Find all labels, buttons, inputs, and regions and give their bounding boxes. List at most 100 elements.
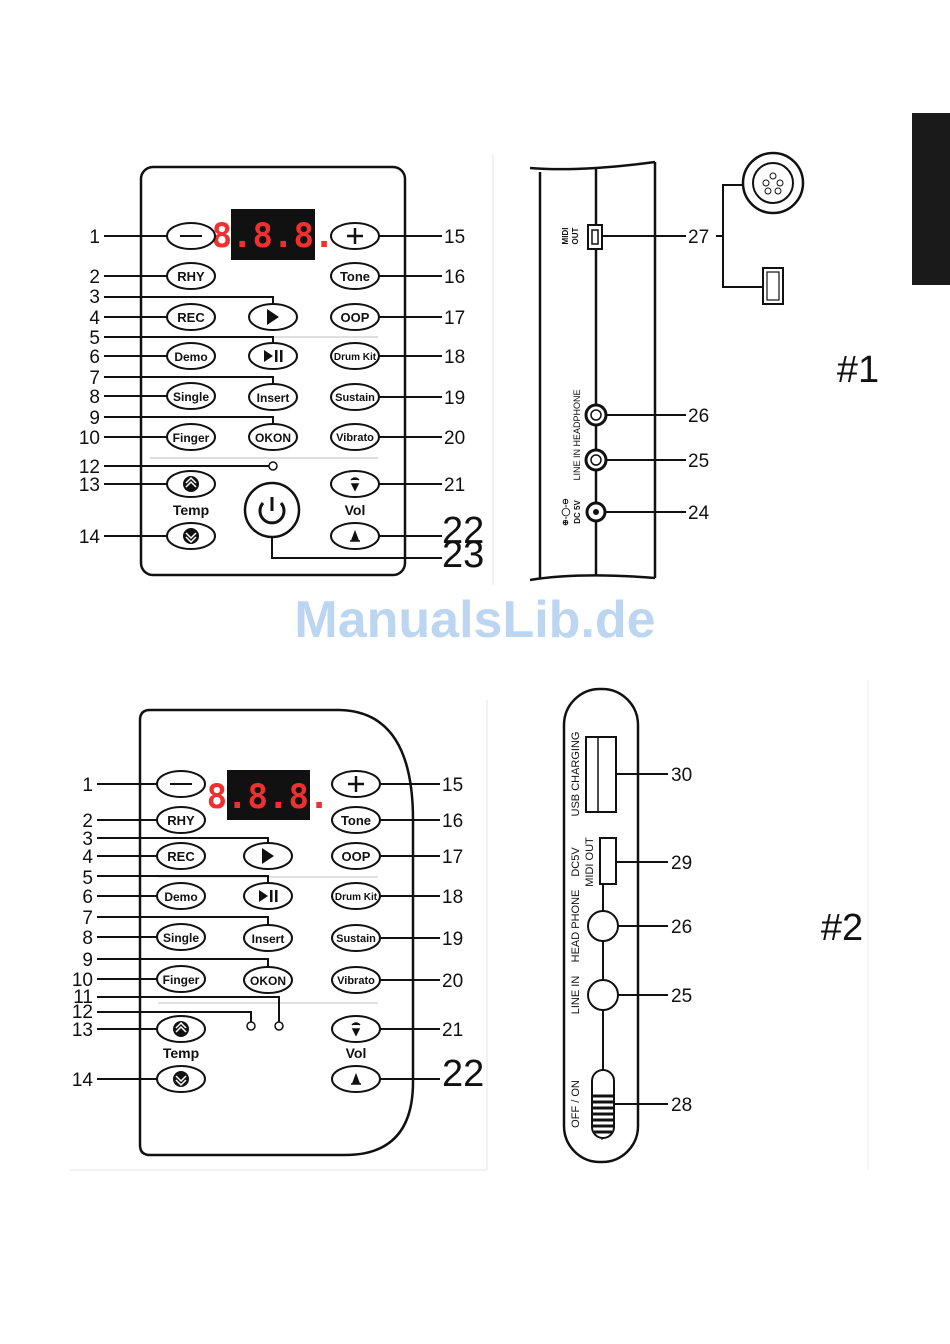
svg-text:Sustain[interactable]: Sustain xyxy=(335,392,375,404)
demo-button[interactable]: Demo xyxy=(156,882,206,910)
volume-down-icon[interactable] xyxy=(350,529,360,542)
svg-text:Finger[interactable]: Finger xyxy=(173,431,210,445)
vol-up-button[interactable] xyxy=(330,470,380,498)
svg-text:Tone[interactable]: Tone xyxy=(341,813,371,828)
svg-text:Demo[interactable]: Demo xyxy=(174,350,207,364)
rec-button[interactable]: REC xyxy=(156,842,206,870)
svg-text:Vibrato[interactable]: Vibrato xyxy=(337,975,375,987)
figure-2-panel: 8.8.8. RHY REC Demo Single Finger Temp I… xyxy=(70,700,488,1171)
temp-up-button[interactable] xyxy=(166,470,216,498)
rhy-button[interactable]: RHY xyxy=(156,806,206,834)
led-display xyxy=(231,209,315,260)
rhy-button[interactable]: RHY xyxy=(166,262,216,290)
midi-out-label: MIDI OUT xyxy=(584,837,596,887)
indicator-led xyxy=(268,461,278,471)
temp-up-button[interactable] xyxy=(156,1015,206,1043)
play-pause-button[interactable] xyxy=(243,882,293,910)
minus-button[interactable] xyxy=(166,222,216,250)
play-icon[interactable] xyxy=(267,309,279,325)
temp-down-button[interactable] xyxy=(166,522,216,550)
okon-button[interactable]: OKON xyxy=(248,423,298,451)
vol-down-button[interactable] xyxy=(330,522,380,550)
led-display xyxy=(227,770,310,820)
callout-14: 14 xyxy=(72,1070,94,1091)
plus-button[interactable] xyxy=(331,770,381,798)
play-button[interactable] xyxy=(248,303,298,331)
svg-text:Sustain[interactable]: Sustain xyxy=(336,933,376,945)
svg-text:Finger[interactable]: Finger xyxy=(163,973,200,987)
svg-text:Drum Kit[interactable]: Drum Kit xyxy=(335,892,378,903)
play-pause-icon[interactable] xyxy=(259,890,268,902)
tone-button[interactable]: Tone xyxy=(331,806,381,834)
callout-3: 3 xyxy=(82,829,93,850)
insert-button[interactable]: Insert xyxy=(248,383,298,411)
volume-up-icon[interactable] xyxy=(350,477,360,492)
svg-text:REC[interactable]: REC xyxy=(177,310,205,325)
power-icon[interactable] xyxy=(258,502,286,525)
okon-button[interactable]: OKON xyxy=(243,966,293,994)
play-icon[interactable] xyxy=(262,848,274,864)
sustain-button[interactable]: Sustain xyxy=(330,383,380,411)
svg-text:OOP[interactable]: OOP xyxy=(342,849,371,864)
svg-text:OKON[interactable]: OKON xyxy=(250,974,286,988)
midi-out-port xyxy=(587,224,603,250)
headphone-jack xyxy=(587,910,619,942)
callout-12: 12 xyxy=(72,1002,93,1023)
single-button[interactable]: Single xyxy=(156,923,206,951)
rec-button[interactable]: REC xyxy=(166,303,216,331)
callout-25: 25 xyxy=(671,986,692,1007)
drum-kit-button[interactable]: Drum Kit xyxy=(331,882,381,910)
svg-text:Insert[interactable]: Insert xyxy=(257,391,290,405)
svg-text:Tone[interactable]: Tone xyxy=(340,269,370,284)
tone-button[interactable]: Tone xyxy=(330,262,380,290)
svg-text:RHY[interactable]: RHY xyxy=(177,269,205,284)
svg-text:Drum Kit[interactable]: Drum Kit xyxy=(334,352,377,363)
svg-text:Vibrato[interactable]: Vibrato xyxy=(336,432,374,444)
temp-label: Temp xyxy=(173,502,209,518)
line-in-jack xyxy=(587,979,619,1011)
vibrato-button[interactable]: Vibrato xyxy=(331,966,381,994)
vol-up-button[interactable] xyxy=(331,1015,381,1043)
callout-21: 21 xyxy=(442,1020,463,1041)
control-panel-outline xyxy=(139,165,407,577)
svg-text:REC[interactable]: REC xyxy=(167,849,195,864)
svg-text:OKON[interactable]: OKON xyxy=(255,431,291,445)
drum-kit-button[interactable]: Drum Kit xyxy=(330,342,380,370)
callout-20: 20 xyxy=(444,428,465,449)
vibrato-button[interactable]: Vibrato xyxy=(330,423,380,451)
power-switch xyxy=(591,1069,615,1139)
temp-down-button[interactable] xyxy=(156,1065,206,1093)
play-pause-icon[interactable] xyxy=(264,350,273,362)
usb-charging-port xyxy=(585,736,617,813)
midi-label-1: MIDI xyxy=(561,228,570,245)
volume-down-icon[interactable] xyxy=(351,1072,361,1085)
power-button[interactable] xyxy=(243,481,301,539)
finger-button[interactable]: Finger xyxy=(156,965,206,993)
line-in-label: LINE IN xyxy=(570,976,582,1015)
single-button[interactable]: Single xyxy=(166,382,216,410)
demo-button[interactable]: Demo xyxy=(166,342,216,370)
svg-text:OOP[interactable]: OOP xyxy=(341,310,370,325)
play-pause-button[interactable] xyxy=(248,342,298,370)
callout-30: 30 xyxy=(671,765,692,786)
callout-lines-left xyxy=(104,235,442,559)
insert-button[interactable]: Insert xyxy=(243,924,293,952)
svg-text:Demo[interactable]: Demo xyxy=(164,890,197,904)
volume-up-icon[interactable] xyxy=(351,1022,361,1037)
callout-21: 21 xyxy=(444,475,465,496)
play-button[interactable] xyxy=(243,842,293,870)
minus-button[interactable] xyxy=(156,770,206,798)
vol-down-button[interactable] xyxy=(331,1065,381,1093)
callout-9: 9 xyxy=(89,408,100,429)
svg-text:Insert[interactable]: Insert xyxy=(252,932,285,946)
callout-16: 16 xyxy=(442,811,463,832)
callout-18: 18 xyxy=(444,347,465,368)
finger-button[interactable]: Finger xyxy=(166,423,216,451)
svg-text:RHY[interactable]: RHY xyxy=(167,813,195,828)
svg-text:Single[interactable]: Single xyxy=(163,931,199,945)
oop-button[interactable]: OOP xyxy=(331,842,381,870)
oop-button[interactable]: OOP xyxy=(330,303,380,331)
plus-button[interactable] xyxy=(330,222,380,250)
svg-text:Single[interactable]: Single xyxy=(173,390,209,404)
sustain-button[interactable]: Sustain xyxy=(331,924,381,952)
